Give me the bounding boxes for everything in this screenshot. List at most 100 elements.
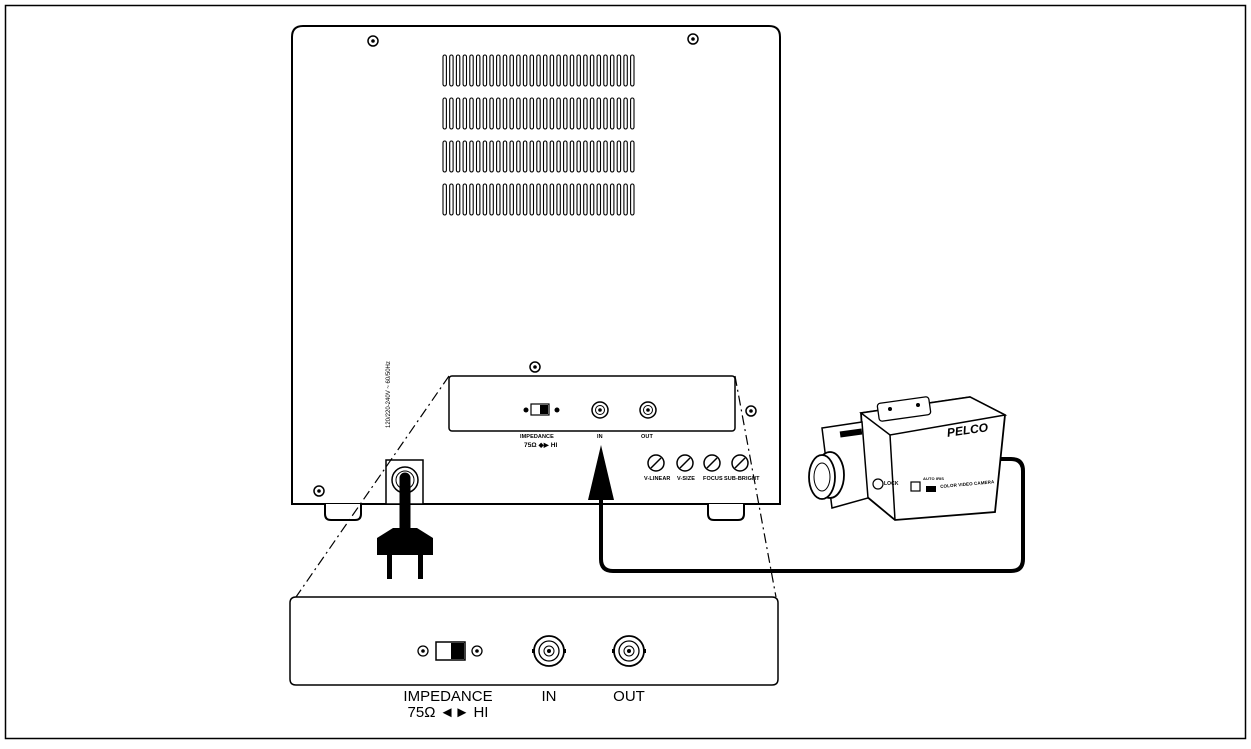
small-bnc-out — [639, 401, 657, 419]
vent-slot — [583, 183, 588, 216]
vent-slot — [475, 183, 481, 216]
vent-slot — [576, 183, 581, 216]
detail-bnc-out — [612, 635, 646, 667]
vent-slot — [589, 97, 595, 130]
small-impedance-switch — [523, 403, 560, 416]
vent-slot — [603, 183, 608, 216]
vent-slot — [462, 54, 468, 87]
adjust-pot-icon — [676, 454, 694, 472]
vent-slot — [529, 97, 535, 130]
vent-slot — [609, 183, 615, 216]
vent-slot — [469, 97, 474, 130]
vent-slot — [549, 140, 555, 173]
vent-slot — [556, 97, 561, 130]
vent-slot — [496, 97, 501, 130]
power-rating-label: 120/220-240V ~ 60/50Hz — [386, 361, 392, 428]
camera — [808, 396, 1008, 521]
adjust-label-sub-bright: SUB-BRIGHT — [724, 476, 760, 482]
vent-slot — [623, 140, 628, 173]
vent-slot — [455, 140, 461, 173]
vent-slot — [616, 54, 622, 87]
vent-slot — [496, 183, 501, 216]
vent-slot — [449, 97, 454, 130]
ventilation-slots — [442, 54, 635, 216]
vent-slot — [609, 97, 615, 130]
vent-slot — [563, 183, 568, 216]
vent-slot — [475, 97, 481, 130]
vent-slot — [442, 183, 447, 216]
vent-slot — [603, 140, 608, 173]
vent-slot — [536, 97, 541, 130]
vent-slot — [522, 140, 528, 173]
vent-slot — [549, 97, 555, 130]
adjust-label-focus: FOCUS — [703, 476, 723, 482]
vent-slot — [489, 97, 494, 130]
vent-slot — [496, 54, 501, 87]
vent-slot — [482, 54, 488, 87]
vent-slot — [596, 97, 602, 130]
detail-impedance-values: 75Ω ◄► HI — [407, 704, 489, 721]
zoom-line-right — [734, 375, 777, 598]
vent-slot — [609, 54, 615, 87]
vent-slot — [630, 183, 635, 216]
vent-slot — [569, 183, 575, 216]
vent-slot — [536, 140, 541, 173]
vent-slot — [509, 54, 514, 87]
small-in-label: IN — [597, 434, 603, 440]
vent-slot — [549, 183, 555, 216]
vent-slot — [536, 183, 541, 216]
vent-slot — [630, 140, 635, 173]
screw-icon — [745, 405, 757, 417]
vent-slot — [442, 54, 447, 87]
vent-slot — [563, 97, 568, 130]
adjust-pot-icon — [647, 454, 665, 472]
vent-slot — [583, 54, 588, 87]
vent-slot — [462, 97, 468, 130]
vent-slot — [489, 54, 494, 87]
detail-bnc-in — [532, 635, 566, 667]
vent-slot — [442, 140, 447, 173]
vent-slot — [529, 140, 535, 173]
vent-slot — [482, 97, 488, 130]
monitor-foot-left — [324, 504, 362, 521]
vent-slot — [449, 54, 454, 87]
vent-slot — [522, 54, 528, 87]
vent-slot — [576, 97, 581, 130]
vent-slot — [502, 140, 508, 173]
vent-slot — [542, 54, 548, 87]
small-bnc-in — [591, 401, 609, 419]
adjust-label-v-linear: V-LINEAR — [644, 476, 671, 482]
detail-connector-panel — [289, 596, 779, 686]
vent-slot — [482, 140, 488, 173]
vent-slot — [576, 140, 581, 173]
vent-slot — [542, 97, 548, 130]
detail-out-label: OUT — [613, 688, 645, 705]
monitor-foot-right — [707, 504, 745, 521]
screw-icon — [687, 33, 699, 45]
vent-slot — [496, 140, 501, 173]
vent-slot — [556, 140, 561, 173]
vent-slot — [469, 183, 474, 216]
vent-slot — [536, 54, 541, 87]
vent-slot — [623, 97, 628, 130]
vent-slot — [516, 54, 521, 87]
power-plug — [377, 472, 433, 579]
vent-slot — [502, 97, 508, 130]
vent-slot — [469, 140, 474, 173]
vent-slot — [569, 140, 575, 173]
figure-border — [4, 4, 1247, 740]
vent-slot — [623, 54, 628, 87]
vent-slot — [462, 140, 468, 173]
vent-slot — [596, 54, 602, 87]
vent-slot — [516, 183, 521, 216]
vent-slot — [449, 140, 454, 173]
vent-slot — [603, 97, 608, 130]
adjust-label-v-size: V-SIZE — [677, 476, 696, 482]
vent-slot — [583, 97, 588, 130]
small-impedance-values: 75Ω ◆▶ HI — [524, 442, 558, 449]
vent-slot — [509, 183, 514, 216]
vent-slot — [542, 140, 548, 173]
zoom-line-left — [295, 375, 450, 598]
